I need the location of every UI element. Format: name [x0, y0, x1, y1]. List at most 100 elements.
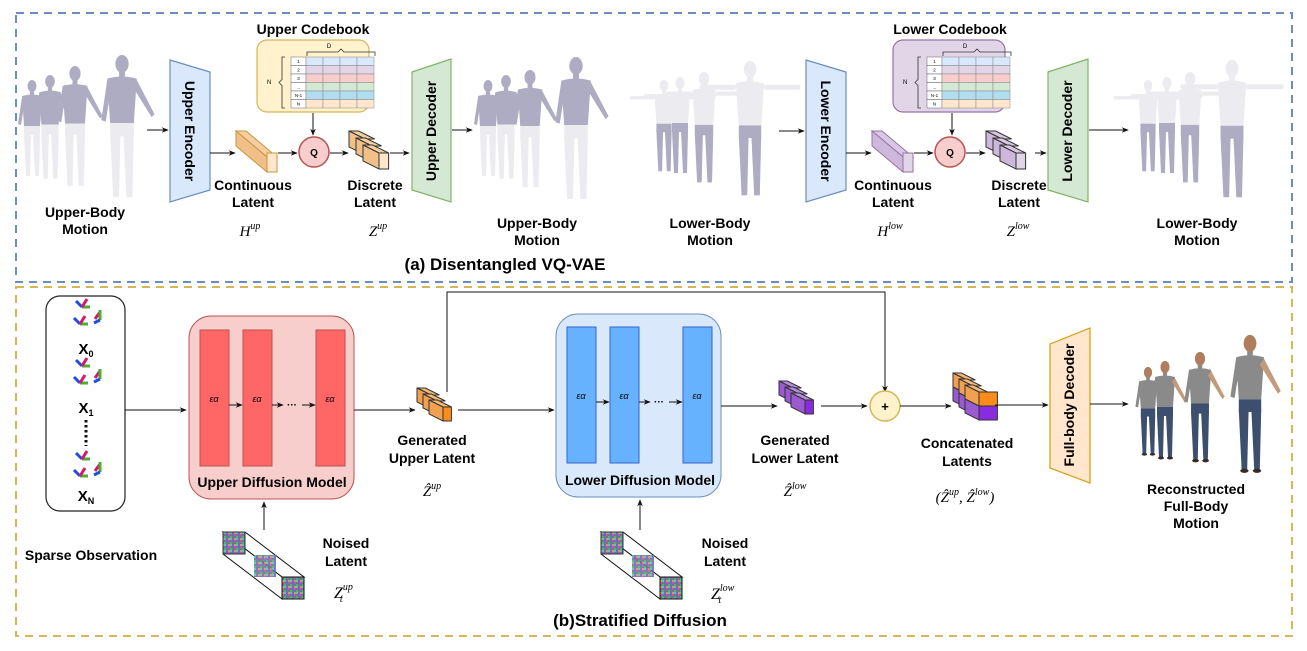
tracker-axis-pink [80, 450, 89, 460]
codebook-cell [958, 56, 977, 66]
figure-torso [561, 78, 591, 126]
figure-leg [694, 134, 703, 183]
figure-arm [1246, 84, 1284, 90]
cube-front-upper [978, 391, 998, 407]
figure-arm [512, 90, 522, 125]
sparse-observation-box [45, 295, 126, 512]
figure-hips [672, 123, 688, 132]
figure-neck [486, 91, 490, 95]
figure-leg [1220, 137, 1231, 198]
concatenated-latents-label-line2: Latents [942, 453, 992, 469]
reconstructed-figures [1135, 335, 1281, 473]
figure-arm [555, 82, 566, 124]
codebook-cell [992, 65, 1011, 75]
figure-leg [507, 133, 515, 179]
codebook-cell [339, 99, 358, 109]
upper-discrete-latent-symbol: Zup [369, 221, 387, 240]
output-label-line1: Reconstructed [1147, 481, 1245, 497]
figure-arm [132, 80, 155, 118]
figure-leg [705, 134, 714, 183]
tracker-axis-pink [80, 298, 89, 308]
panel-a-border [15, 12, 1293, 283]
generated-lower-latent-block [778, 380, 814, 415]
upper-quantizer [298, 136, 330, 168]
figure-arm [18, 97, 25, 125]
sparse-item-xn: XN [78, 488, 95, 506]
panel-b-caption: (b)Stratified Diffusion [553, 611, 727, 630]
figure-neck [1197, 364, 1203, 369]
count-brace [278, 56, 285, 109]
figure-arm [586, 82, 609, 120]
figure-arm [662, 91, 693, 96]
codebook-cell [356, 99, 375, 109]
figure-leg [41, 133, 49, 179]
codebook-cell [339, 90, 358, 100]
figure-leg [33, 134, 40, 176]
figure-torso [736, 81, 764, 126]
figure-head [524, 70, 536, 85]
codebook-cell [322, 99, 341, 109]
figure-torso [39, 90, 61, 125]
cube-front [804, 399, 814, 415]
codebook-cell [305, 82, 324, 92]
figure-head [483, 80, 493, 92]
figure-torso [1138, 93, 1158, 124]
generated-upper-latent-symbol: Ẑup [423, 481, 441, 500]
codebook-cell [322, 73, 341, 83]
figure-leg [24, 134, 31, 176]
lower-output-label-line2: Motion [1174, 232, 1220, 248]
noise-patch [281, 576, 305, 600]
figure-hips [1238, 399, 1262, 412]
figure-neck [573, 73, 579, 80]
figure-torso [1155, 375, 1175, 407]
figure-leg [1148, 131, 1156, 172]
codebook-cell [958, 99, 977, 109]
codebook-dim-label: D [963, 44, 968, 50]
figure-head [743, 61, 757, 78]
tracker-axis-blue [93, 318, 101, 325]
figure-torso [1178, 88, 1202, 125]
lower-discrete-latent-label-line1: Discrete [991, 177, 1046, 193]
figure-arm [1184, 371, 1193, 403]
codebook-cell [975, 73, 994, 83]
lower-decoder [1047, 58, 1089, 203]
figure-leg [1180, 134, 1189, 183]
noise-patch [600, 531, 624, 555]
lower-codebook-title: Lower Codebook [893, 21, 1007, 37]
skip-connection [446, 291, 888, 393]
figure-hips [564, 125, 588, 139]
figure-leg [664, 131, 672, 172]
epsilon-alpha-label: εα [692, 391, 702, 401]
diffusion-step-block [315, 329, 346, 467]
figure-foot [1167, 456, 1173, 460]
figure-head [501, 75, 511, 88]
lower-encoder [805, 59, 847, 203]
generated-lower-latent-symbol: Ẑlow [784, 481, 807, 500]
figure-leg [564, 136, 575, 200]
codebook-index-label: 3 [297, 76, 300, 81]
tracker-axis-blue [93, 377, 101, 384]
figure-neck [72, 79, 78, 85]
concatenated-latents-label-line1: Concatenated [921, 435, 1014, 451]
noise-patch [632, 555, 654, 577]
figure-leg [681, 131, 688, 173]
diffusion-step-block [242, 329, 273, 467]
figure-leg [76, 133, 85, 186]
figure-hips [1140, 123, 1156, 133]
figure-arm [538, 90, 557, 122]
lower-body-output-figures [1113, 60, 1284, 198]
full-body-decoder-label: Full-body Decoder [1061, 343, 1077, 466]
cube-front [442, 406, 452, 422]
epsilon-alpha-label: εα [576, 391, 586, 401]
diffusion-step-block [682, 326, 713, 464]
upper-discrete-latent-block [348, 130, 390, 170]
figure-torso [692, 88, 716, 125]
codebook-index-label: 1 [933, 59, 936, 64]
figure-leg [1201, 412, 1209, 460]
figure-neck [527, 83, 533, 89]
figure-head [69, 66, 81, 81]
codebook-cell [322, 82, 341, 92]
tracker-axis-pink [80, 357, 89, 367]
figure-torso [1157, 91, 1177, 123]
